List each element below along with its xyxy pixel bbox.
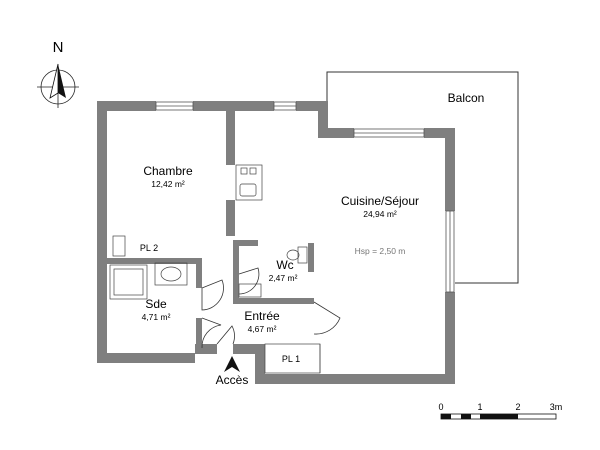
- kitchen-sink-icon: [235, 164, 263, 201]
- room-wc-name: Wc: [276, 258, 293, 272]
- room-chambre-name: Chambre: [143, 164, 193, 178]
- shower-tray-icon: [109, 264, 148, 300]
- scale-bar: 0 1 2 3m: [438, 402, 563, 420]
- room-cuisine-name: Cuisine/Séjour: [341, 194, 419, 208]
- scale-tick-2: 2: [515, 402, 520, 412]
- room-entree-name: Entrée: [244, 309, 280, 323]
- closet-pl1-label: PL 1: [282, 354, 300, 364]
- compass: N: [37, 39, 79, 108]
- scale-tick-0: 0: [438, 402, 443, 412]
- compass-north-label: N: [53, 39, 64, 56]
- room-chambre-area: 12,42 m²: [151, 179, 185, 189]
- access-marker: Accès: [216, 356, 249, 387]
- ceiling-height-label: Hsp = 2,50 m: [355, 246, 406, 256]
- room-sde-area: 4,71 m²: [142, 312, 171, 322]
- compass-rose-icon: [37, 63, 79, 108]
- room-entree-area: 4,67 m²: [248, 324, 277, 334]
- windows: [155, 101, 455, 293]
- balcony-outline: [326, 71, 519, 284]
- access-arrow-icon: [224, 356, 240, 372]
- walls: [97, 101, 455, 384]
- room-wc-area: 2,47 m²: [269, 273, 298, 283]
- scale-tick-3: 3m: [550, 402, 563, 412]
- access-label: Accès: [216, 373, 249, 387]
- toilet-icon: [286, 246, 308, 264]
- scale-tick-1: 1: [477, 402, 482, 412]
- closet-pl2-label: PL 2: [140, 243, 158, 253]
- washbasin-icon: [154, 262, 188, 286]
- fixtures: [109, 164, 321, 374]
- room-sde-name: Sde: [145, 297, 167, 311]
- doors: [201, 267, 341, 349]
- room-cuisine-area: 24,94 m²: [363, 209, 397, 219]
- room-balcon-name: Balcon: [448, 91, 485, 105]
